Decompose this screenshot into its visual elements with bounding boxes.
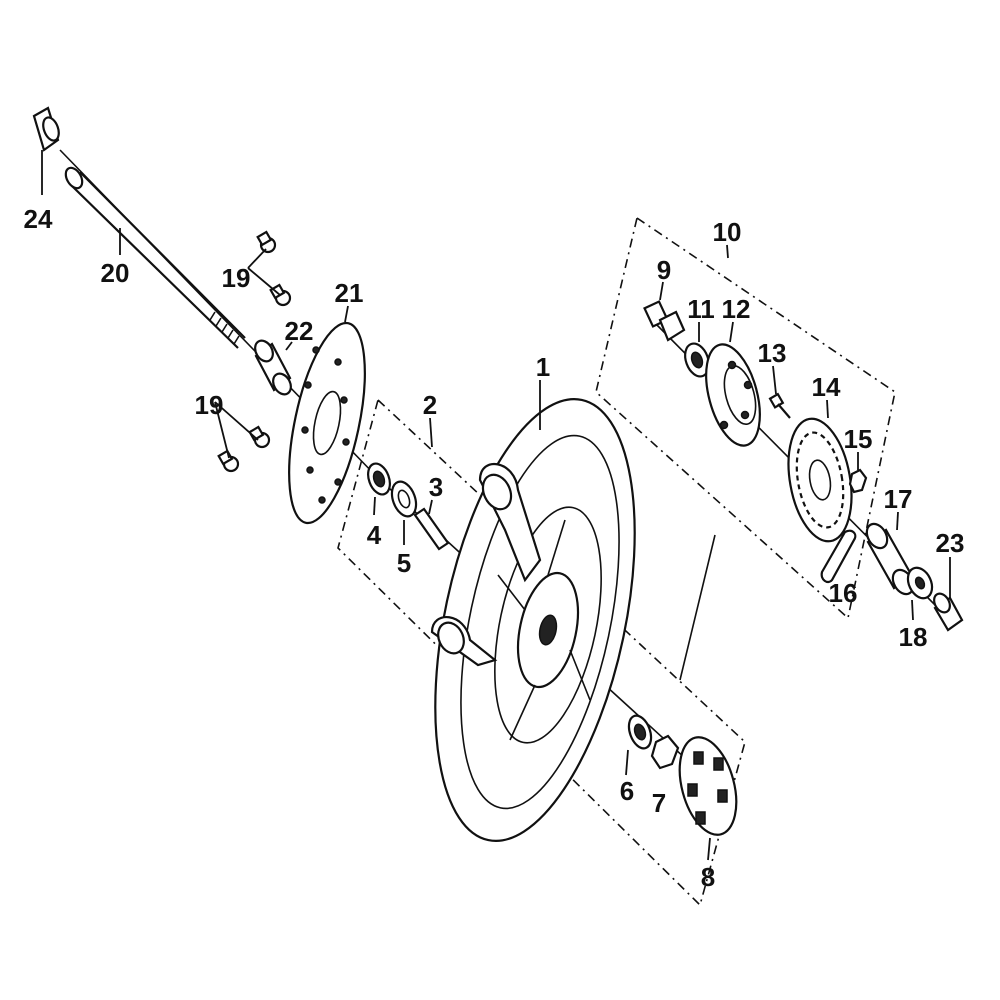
label-22: 22 bbox=[285, 316, 314, 346]
label-4: 4 bbox=[367, 520, 382, 550]
part-12-hub bbox=[705, 343, 761, 447]
part-18-nut bbox=[906, 566, 934, 600]
part-1-wheel bbox=[430, 398, 636, 842]
label-18: 18 bbox=[899, 622, 928, 652]
label-11: 11 bbox=[687, 294, 715, 324]
label-3: 3 bbox=[429, 472, 443, 502]
callout-labels: 24 20 19 19 21 22 1 2 3 4 5 6 7 8 9 10 1… bbox=[24, 204, 965, 892]
part-13-bolt bbox=[768, 392, 791, 419]
part-21-brake-disc bbox=[288, 321, 366, 525]
label-9: 9 bbox=[657, 255, 671, 285]
part-8-damper bbox=[678, 736, 738, 836]
label-19-lower: 19 bbox=[195, 390, 224, 420]
label-15: 15 bbox=[844, 424, 873, 454]
label-5: 5 bbox=[397, 548, 411, 578]
part-19-bolts-upper bbox=[256, 230, 292, 307]
label-6: 6 bbox=[620, 776, 634, 806]
label-12: 12 bbox=[722, 294, 751, 324]
label-1: 1 bbox=[536, 352, 550, 382]
label-7: 7 bbox=[652, 788, 666, 818]
part-23-cap bbox=[933, 592, 964, 632]
label-8: 8 bbox=[701, 862, 715, 892]
label-19-upper: 19 bbox=[222, 263, 251, 293]
part-7-seal bbox=[650, 734, 680, 770]
part-9-bolt bbox=[643, 300, 686, 342]
label-17: 17 bbox=[884, 484, 913, 514]
label-2: 2 bbox=[423, 390, 437, 420]
part-4-bearing bbox=[367, 462, 391, 496]
part-20-axle bbox=[64, 166, 246, 349]
label-23: 23 bbox=[936, 528, 965, 558]
part-22-spacer bbox=[254, 339, 292, 396]
label-20: 20 bbox=[101, 258, 130, 288]
part-11-bearing bbox=[684, 342, 710, 378]
label-16: 16 bbox=[829, 578, 858, 608]
label-10: 10 bbox=[713, 217, 742, 247]
part-17-spacer bbox=[865, 522, 915, 596]
part-15-nut bbox=[848, 468, 868, 494]
part-6-bearing bbox=[627, 714, 653, 750]
part-3-collar bbox=[413, 507, 450, 551]
label-24: 24 bbox=[24, 204, 53, 234]
part-24-cap bbox=[32, 106, 60, 152]
part-14-sprocket bbox=[787, 417, 853, 543]
label-21: 21 bbox=[335, 278, 364, 308]
part-5-seal bbox=[390, 480, 418, 518]
leader-lines bbox=[41, 150, 951, 861]
label-14: 14 bbox=[812, 372, 841, 402]
label-13: 13 bbox=[758, 338, 787, 368]
part-16-lockplate bbox=[820, 529, 857, 584]
